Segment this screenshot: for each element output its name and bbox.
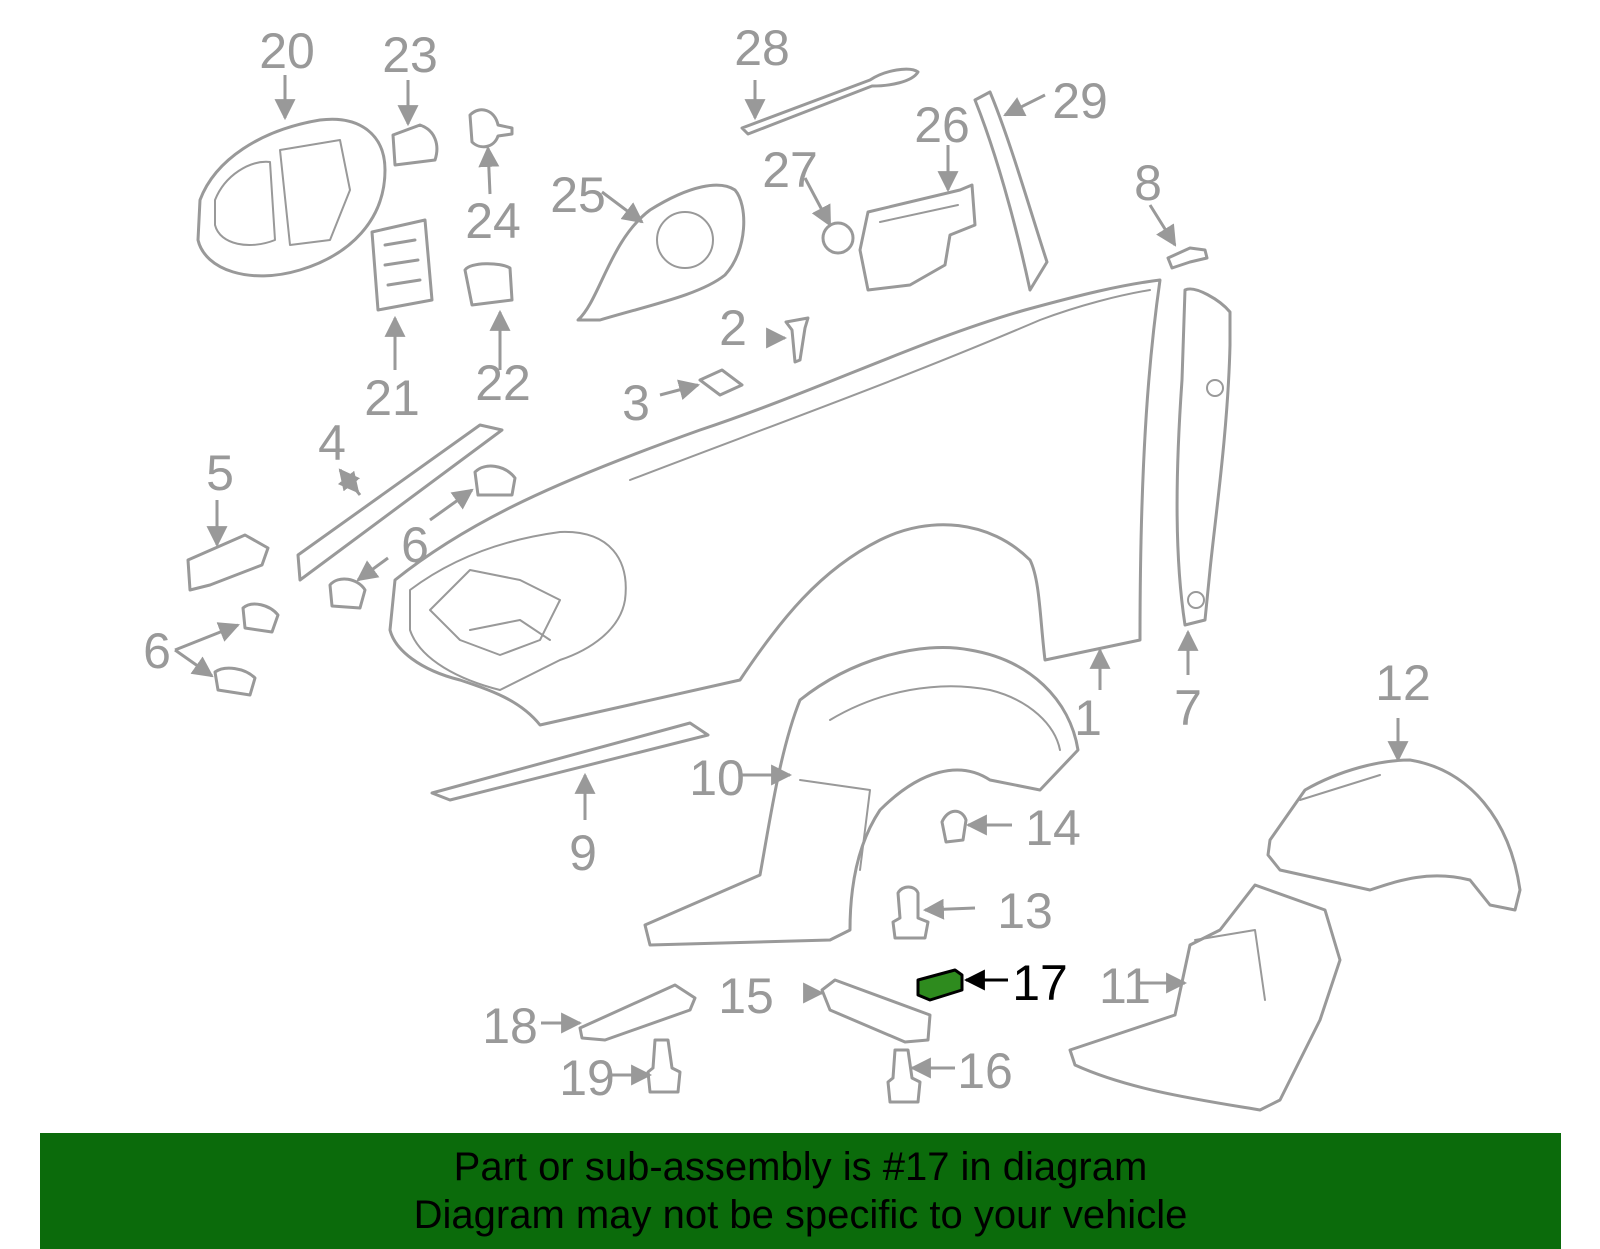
weatherstrip-part (973, 90, 1049, 292)
callout-9: 9 (569, 825, 597, 881)
callout-13: 13 (997, 883, 1053, 939)
callout-23: 23 (382, 27, 438, 83)
info-banner: Part or sub-assembly is #17 in diagram D… (40, 1133, 1561, 1249)
grommet-part (940, 809, 968, 844)
callout-21: 21 (364, 370, 420, 426)
callout-20: 20 (259, 23, 315, 79)
callout-17: 17 (1012, 955, 1068, 1011)
callout-7: 7 (1174, 680, 1202, 736)
wheelhouse-liner-part (643, 646, 1080, 947)
parts-diagram: 1 2 3 4 5 6 6 7 8 9 10 11 12 13 14 15 16… (143, 20, 1522, 1112)
bolt-part (468, 108, 514, 149)
molding-part (430, 721, 710, 802)
callout-1: 1 (1074, 690, 1102, 746)
push-rivet-part (891, 885, 930, 940)
prop-rod-part (740, 67, 920, 136)
callout-28: 28 (734, 20, 790, 76)
callout-6a: 6 (401, 517, 429, 573)
callout-2: 2 (719, 300, 747, 356)
callout-10: 10 (689, 750, 745, 806)
callout-labels: 1 2 3 4 5 6 6 7 8 9 10 11 12 13 14 15 16… (143, 20, 1431, 1106)
callout-27: 27 (762, 142, 818, 198)
callout-12: 12 (1375, 655, 1431, 711)
headlamp-bracket-part (576, 183, 746, 322)
seal-strip-part (296, 423, 504, 582)
callout-22: 22 (475, 355, 531, 411)
callout-29: 29 (1052, 73, 1108, 129)
callout-11: 11 (1099, 958, 1151, 1014)
callout-15: 15 (718, 968, 774, 1024)
deflector-part (578, 983, 697, 1042)
callout-16: 16 (957, 1043, 1013, 1099)
banner-line-1: Part or sub-assembly is #17 in diagram (453, 1145, 1148, 1189)
bolt-part (784, 316, 810, 364)
deflector-part (820, 978, 932, 1044)
callout-25: 25 (550, 167, 606, 223)
bolt-part (646, 1038, 682, 1094)
callout-14: 14 (1025, 800, 1081, 856)
fender-part (388, 278, 1162, 727)
callout-18: 18 (482, 998, 538, 1054)
grommet-part (821, 221, 855, 255)
nut-part (698, 368, 744, 397)
rear-liner-part (1266, 758, 1522, 912)
callout-3: 3 (622, 375, 650, 431)
hood-latch-part (858, 183, 977, 292)
leader-lines (174, 75, 1409, 1086)
bracket-part (370, 218, 434, 312)
callout-6b: 6 (143, 623, 171, 679)
inner-bracket-part (1175, 287, 1232, 627)
splash-shield-part (1068, 883, 1342, 1112)
fuel-door-housing-part (196, 117, 387, 278)
callout-26: 26 (914, 97, 970, 153)
callout-24: 24 (465, 193, 521, 249)
highlighted-part-17 (916, 968, 964, 1002)
push-pin-part (1166, 246, 1209, 270)
fender-bracket-part (186, 533, 270, 592)
callout-8: 8 (1134, 155, 1162, 211)
banner-line-2: Diagram may not be specific to your vehi… (413, 1193, 1188, 1237)
callout-4: 4 (318, 415, 346, 471)
callout-19: 19 (559, 1050, 615, 1106)
bolt-part (886, 1048, 922, 1104)
clip-nut-parts (213, 464, 517, 697)
callout-5: 5 (206, 445, 234, 501)
retainer-part (463, 262, 514, 307)
clip-part (391, 123, 439, 167)
